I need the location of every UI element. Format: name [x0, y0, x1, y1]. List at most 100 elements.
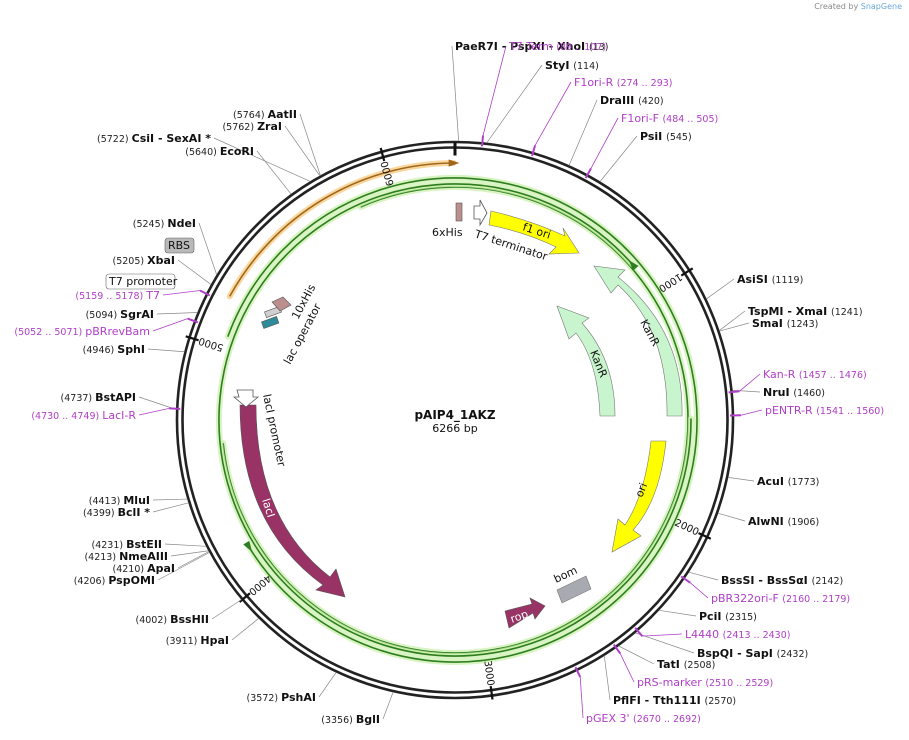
tick-4000: [238, 592, 251, 603]
primer-leader-3: [739, 373, 761, 392]
primer-mark-2: [584, 167, 592, 179]
site-leader-15: [382, 691, 394, 720]
tick-marks: [185, 142, 712, 700]
site-label-11: PciI (2315): [699, 610, 757, 623]
site-leader-26: [147, 348, 185, 353]
primer-label-11: (5159 .. 5178) T7: [75, 289, 160, 302]
site-leader-4: [706, 278, 735, 300]
primer-leader-0: [482, 45, 507, 136]
laci-label: lacI: [259, 497, 277, 519]
orf-arc-right-head: [628, 260, 639, 271]
site-label-32: (5762) ZraI: [222, 120, 282, 133]
site-leader-8: [727, 477, 755, 482]
orf-arcs: [216, 159, 700, 665]
snapgene-brand: SnapGene: [860, 2, 902, 11]
site-label-16: (3572) PshAI: [247, 691, 316, 704]
site-leader-5: [719, 310, 746, 331]
orf-arc-orange-head: [448, 159, 460, 167]
site-label-24: (4413) MluI: [89, 494, 150, 507]
tick-label-2000: 2000: [673, 518, 701, 539]
site-label-9: AlwNI (1906): [748, 515, 819, 528]
laci-promoter-label: lacI promoter: [260, 393, 288, 468]
site-label-22: (4231) BstEII: [92, 538, 163, 551]
primer-leader-9: [138, 407, 170, 416]
site-label-6: SmaI (1243): [752, 317, 818, 330]
site-label-18: (4002) BssHII: [136, 613, 209, 626]
rbs-label: RBS: [168, 239, 190, 252]
primer-mark-6: [634, 627, 644, 637]
tick-label-6000: 6000: [379, 160, 396, 187]
primer-label-2: F1ori-F (484 .. 505): [621, 112, 718, 125]
site-leader-20: [177, 551, 210, 569]
site-label-17: (3911) HpaI: [166, 634, 229, 647]
site-label-1: StyI (114): [545, 59, 599, 72]
primer-label-7: pRS-marker (2510 .. 2529): [637, 676, 773, 689]
leader-lines: [138, 45, 763, 720]
site-label-27: (5094) SgrAI: [86, 308, 154, 321]
site-label-0: PaeR7I - PspXI - XhoI (13): [455, 40, 609, 53]
primer-label-3: Kan-R (1457 .. 1476): [763, 368, 867, 381]
primer-label-1: F1ori-R (274 .. 293): [574, 76, 673, 89]
site-leader-33: [299, 113, 321, 176]
primer-leader-6: [642, 633, 683, 637]
site-labels: PaeR7I - PspXI - XhoI (13)StyI (114)DraI…: [61, 40, 863, 726]
primer-mark-5: [680, 575, 691, 584]
tick-label-3000: 3000: [481, 660, 495, 687]
site-label-25: (4737) BstAPI: [61, 391, 136, 404]
feature-rop: rop: [504, 597, 546, 629]
orf-arc-lower-left: [227, 177, 698, 663]
site-leader-19: [157, 552, 210, 581]
site-label-13: TatI (2508): [657, 658, 715, 671]
t7-promoter-label: T7 promoter: [108, 275, 178, 288]
primer-mark-1: [531, 145, 537, 157]
site-leader-10: [688, 571, 719, 581]
site-label-12: BspQI - SapI (2432): [697, 647, 808, 660]
primer-leader-4: [740, 409, 763, 416]
primer-leader-8: [579, 677, 584, 719]
site-label-20: (4210) ApaI: [112, 562, 175, 575]
site-leader-23: [152, 502, 189, 513]
site-leader-30: [256, 150, 292, 195]
primer-mark-0: [480, 135, 485, 147]
primer-leader-10: [152, 318, 188, 332]
primer-leader-2: [590, 117, 619, 169]
site-leader-6: [719, 322, 750, 332]
orf-arc-right: [218, 183, 692, 657]
tick-1000: [680, 267, 694, 277]
primer-label-6: L4440 (2413 .. 2430): [685, 628, 790, 641]
feature-kanr-inner: KanR: [556, 305, 616, 417]
primer-leader-1: [534, 81, 572, 146]
tick-label-5000: 5000: [197, 335, 225, 353]
site-label-15: (3356) BglI: [321, 713, 380, 726]
rbs-label-box: RBS: [164, 237, 195, 254]
site-leader-3: [599, 135, 638, 182]
site-leader-14: [603, 655, 611, 701]
tick-5000: [185, 335, 199, 342]
site-leader-22: [164, 543, 207, 547]
site-leader-11: [658, 609, 697, 617]
credit-prefix: Created by: [814, 2, 859, 11]
primer-label-10: (5052 .. 5071) pBRrevBam: [14, 325, 150, 338]
rop-label: rop: [509, 607, 530, 625]
site-label-4: AsiSI (1119): [737, 273, 803, 286]
site-label-21: (4213) NmeAIII: [84, 550, 168, 563]
plasmid-length: 6266 bp: [432, 422, 477, 435]
site-label-31: (5722) CsiI - SexAI *: [97, 132, 211, 145]
kanr-inner-label: KanR: [587, 348, 610, 380]
primer-label-0: T7 Term (89 .. 107): [508, 40, 606, 53]
primer-label-8: pGEX 3' (2670 .. 2692): [586, 712, 701, 725]
primer-mark-7: [613, 643, 621, 655]
site-leader-21: [170, 550, 209, 557]
orf-arc-left: [222, 186, 689, 654]
primer-label-9: (4730 .. 4749) LacI-R: [31, 409, 136, 422]
site-label-8: AcuI (1773): [757, 475, 819, 488]
primer-mark-10: [187, 317, 199, 324]
site-label-5: TspMI - XmaI (1241): [748, 305, 863, 318]
6xhis-label: 6xHis: [432, 226, 463, 239]
site-leader-27: [156, 312, 198, 315]
orf-arc-lower-left-head: [243, 540, 252, 552]
site-leader-32: [284, 125, 321, 177]
site-label-28: (5205) XbaI: [113, 254, 175, 267]
site-leader-31: [213, 137, 311, 182]
